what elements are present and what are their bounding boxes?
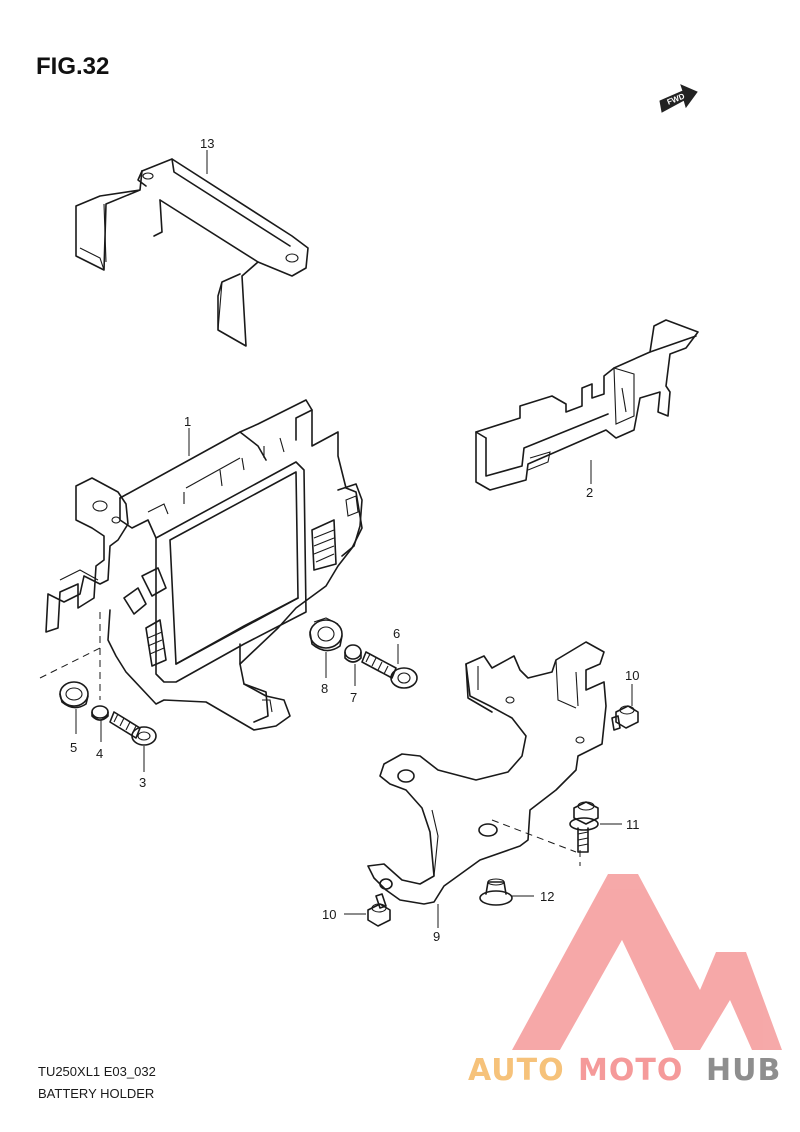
diagram-caption: BATTERY HOLDER	[38, 1086, 154, 1101]
bracket-part-2	[475, 319, 699, 491]
model-code: TU250XL1 E03_032	[38, 1064, 156, 1079]
bolt-part-3	[109, 711, 157, 746]
bolt-part-11	[569, 801, 599, 853]
fwd-arrow-icon: FWD	[659, 84, 698, 113]
callout-7: 7	[350, 690, 357, 705]
bolt-part-10-lower	[367, 893, 391, 927]
watermark-text-hub: HUB	[706, 1053, 781, 1088]
bracket-part-13	[75, 158, 309, 347]
nut-part-12	[479, 878, 513, 906]
battery-case-part-1	[45, 399, 363, 731]
callout-10-lower: 10	[322, 907, 336, 922]
callout-1: 1	[184, 414, 191, 429]
callout-5: 5	[70, 740, 77, 755]
callout-9: 9	[433, 929, 440, 944]
callout-10-upper: 10	[625, 668, 639, 683]
bolt-part-6	[361, 651, 418, 689]
callout-2: 2	[586, 485, 593, 500]
callout-3: 3	[139, 775, 146, 790]
grommet-part-5	[59, 681, 89, 709]
callout-12: 12	[540, 889, 554, 904]
figure-title: FIG.32	[36, 53, 109, 80]
watermark-text-moto: MOTO	[578, 1053, 683, 1088]
collar-part-4	[91, 705, 109, 721]
collar-part-7	[344, 644, 362, 663]
callout-6: 6	[393, 626, 400, 641]
bolt-part-10-upper	[611, 705, 639, 731]
bracket-part-9	[367, 641, 607, 905]
callout-11: 11	[626, 817, 640, 832]
watermark-logo	[512, 874, 782, 1050]
callout-4: 4	[96, 746, 103, 761]
watermark-text-auto: AUTO	[468, 1053, 565, 1088]
grommet-part-8	[309, 617, 343, 652]
callout-8: 8	[321, 681, 328, 696]
callout-13: 13	[200, 136, 214, 151]
